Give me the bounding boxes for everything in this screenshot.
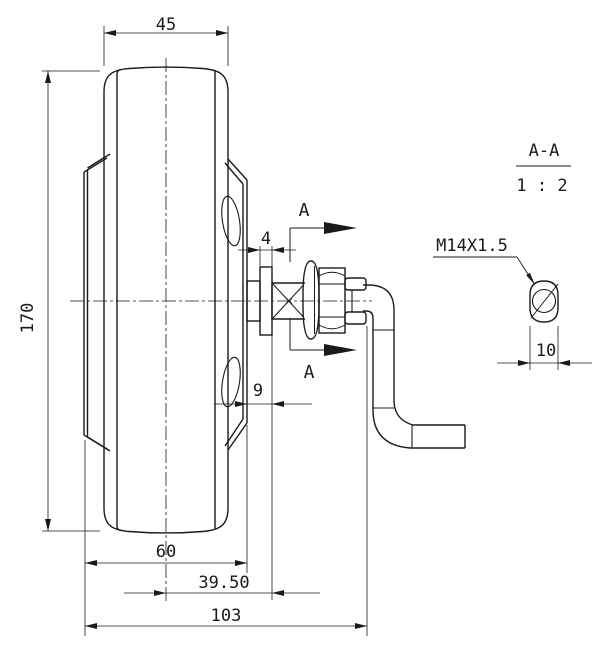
- handle-outer-edge: [363, 284, 465, 426]
- dim-overall-height: 170: [18, 303, 38, 334]
- dimension-lines: [42, 26, 368, 636]
- crank-handle: [363, 284, 466, 449]
- section-label-bottom: A: [304, 362, 315, 383]
- centerlines: [70, 58, 372, 602]
- thread-diagonal-line: [530, 283, 559, 319]
- hub-assembly: [246, 260, 367, 340]
- dim-center-to-mount-face: 39.50: [198, 573, 249, 593]
- dim-overall-length: 103: [211, 606, 242, 626]
- front-view-wheel: [83, 66, 248, 534]
- dim-drum-width: 60: [156, 542, 176, 562]
- dimension-texts: 45 170 4 9 60 39.50 103: [18, 15, 271, 626]
- drum-slot-top: [221, 195, 241, 247]
- section-cut-plane: A A: [289, 200, 357, 383]
- thread-leader-line: [433, 256, 534, 283]
- section-arrow-bottom: [324, 344, 357, 356]
- section-label-top: A: [299, 200, 310, 221]
- drum-left-face: [83, 153, 111, 452]
- drum-slot-details: [221, 195, 241, 408]
- hex-nut: [318, 267, 346, 334]
- dim-hub-offset: 9: [253, 381, 263, 401]
- dim-tube-width: 10: [536, 341, 556, 361]
- section-title: A-A: [529, 141, 560, 161]
- flange-disc: [302, 260, 320, 340]
- section-arrow-top: [324, 222, 357, 234]
- drum-right-face: [224, 158, 248, 451]
- handle-joint-lines: [373, 329, 413, 448]
- tube-cross-section: [529, 280, 559, 323]
- center-x-mark: [285, 297, 293, 305]
- shaft-end-tabs: [344, 277, 367, 325]
- tube-bore-circle: [531, 288, 557, 314]
- thread-callout-label: M14X1.5: [436, 236, 508, 256]
- dim-flange-step: 4: [261, 229, 271, 249]
- section-scale: 1 : 2: [516, 176, 567, 196]
- section-view: A-A 1 : 2 M14X1.5 10: [433, 141, 592, 370]
- thread-leader-arrow: [526, 272, 535, 285]
- tire-sidewall-left: [116, 68, 122, 532]
- tube-width-dimension: [497, 326, 592, 370]
- tube-outline: [529, 280, 559, 323]
- tire-outline: [103, 66, 229, 534]
- dimension-arrows: [45, 30, 367, 629]
- handle-inner-edge: [363, 310, 465, 449]
- dim-tire-width: 45: [156, 15, 176, 35]
- drum-slot-bottom: [221, 356, 241, 408]
